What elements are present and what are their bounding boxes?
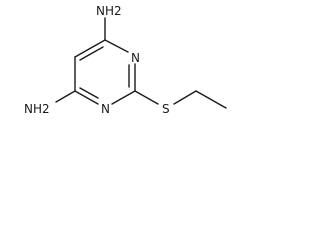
bond-c4-c5-double bbox=[79, 46, 104, 61]
atom-n-ring-lower: N bbox=[101, 102, 110, 116]
structure-canvas: NH2 N N S NH2 bbox=[0, 0, 234, 140]
bond-c4-c5 bbox=[74, 39, 106, 58]
bond-c6-n1-double bbox=[79, 87, 99, 99]
bond-ch2-ch3 bbox=[195, 90, 227, 109]
bond-s-ch2 bbox=[173, 90, 197, 105]
atom-nh2-top: NH2 bbox=[96, 4, 122, 18]
atom-s: S bbox=[162, 102, 170, 116]
bond-c6-n1 bbox=[74, 90, 99, 105]
atom-nh2-bottom: NH2 bbox=[24, 102, 50, 116]
atom-n-ring-upper: N bbox=[131, 51, 140, 65]
bond-c2-s bbox=[134, 90, 159, 105]
molecule-diagram: NH2 N N S NH2 bbox=[24, 4, 227, 116]
bond-c6-nh2 bbox=[55, 90, 76, 103]
bond-n1-c2 bbox=[111, 90, 136, 105]
bond-n3-c4 bbox=[104, 39, 129, 53]
